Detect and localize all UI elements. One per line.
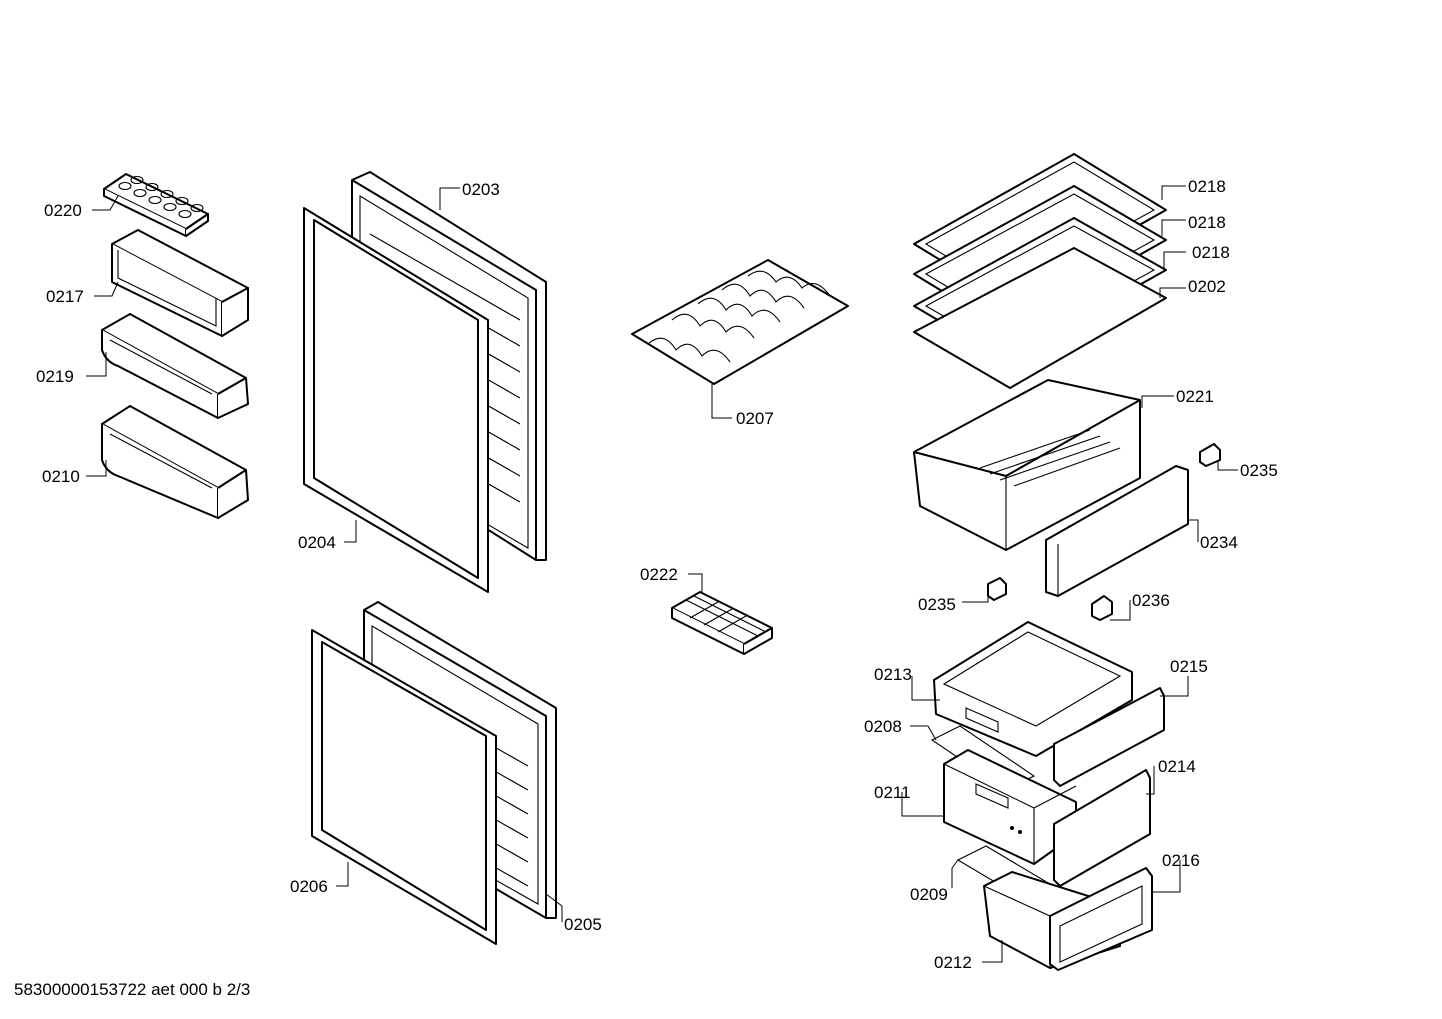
freezer-drawer-0213 <box>933 621 1133 757</box>
glass-plate-0202 <box>913 247 1167 389</box>
label-0203: 0203 <box>462 180 500 199</box>
label-0205: 0205 <box>564 915 602 934</box>
freezer-front-0216 <box>1049 867 1153 971</box>
clip-0235-lower <box>987 577 1007 601</box>
label-0211: 0211 <box>874 783 911 802</box>
label-0218-top: 0218 <box>1188 177 1226 196</box>
clip-0236 <box>1091 595 1113 621</box>
label-0210: 0210 <box>42 467 80 486</box>
label-0217: 0217 <box>46 287 84 306</box>
label-0206: 0206 <box>290 877 328 896</box>
label-0221: 0221 <box>1176 387 1214 406</box>
shelf-0210 <box>101 405 249 519</box>
label-0212: 0212 <box>934 953 972 972</box>
freezer-front-0215 <box>1053 687 1165 787</box>
freezer-drawer-0211 <box>943 749 1077 865</box>
label-0213: 0213 <box>874 665 912 684</box>
clip-0235-upper <box>1199 443 1221 467</box>
part-labels: 0220 0217 0219 0210 0203 0204 0206 0205 … <box>36 177 1278 972</box>
label-0222: 0222 <box>640 565 678 584</box>
label-0209: 0209 <box>910 885 948 904</box>
label-0208: 0208 <box>864 717 902 736</box>
label-0235-upper: 0235 <box>1240 461 1278 480</box>
label-0202: 0202 <box>1188 277 1226 296</box>
label-0204: 0204 <box>298 533 336 552</box>
label-0214: 0214 <box>1158 757 1196 776</box>
ice-cube-tray-0222 <box>671 591 773 655</box>
label-0218-middle: 0218 <box>1188 213 1226 232</box>
leader-lines <box>86 185 1238 963</box>
crisper-front-0234 <box>1045 465 1189 597</box>
label-0236: 0236 <box>1132 591 1170 610</box>
shelf-0219 <box>101 313 249 419</box>
label-0219: 0219 <box>36 367 74 386</box>
label-0220: 0220 <box>44 201 82 220</box>
label-0235-lower: 0235 <box>918 595 956 614</box>
label-0216: 0216 <box>1162 851 1200 870</box>
shelf-0217 <box>111 229 249 337</box>
freezer-front-0214 <box>1053 769 1151 887</box>
upper-door-gasket-0204 <box>303 207 489 593</box>
document-footer-id: 58300000153722 aet 000 b 2/3 <box>14 980 251 999</box>
lower-door-gasket-0206 <box>311 629 497 945</box>
label-0207: 0207 <box>736 409 774 428</box>
label-0218-bottom: 0218 <box>1192 243 1230 262</box>
label-0215: 0215 <box>1170 657 1208 676</box>
bottle-rack-0207 <box>631 259 849 385</box>
label-0234: 0234 <box>1200 533 1238 552</box>
crisper-drawer-0221 <box>913 379 1141 551</box>
egg-tray <box>103 173 209 237</box>
